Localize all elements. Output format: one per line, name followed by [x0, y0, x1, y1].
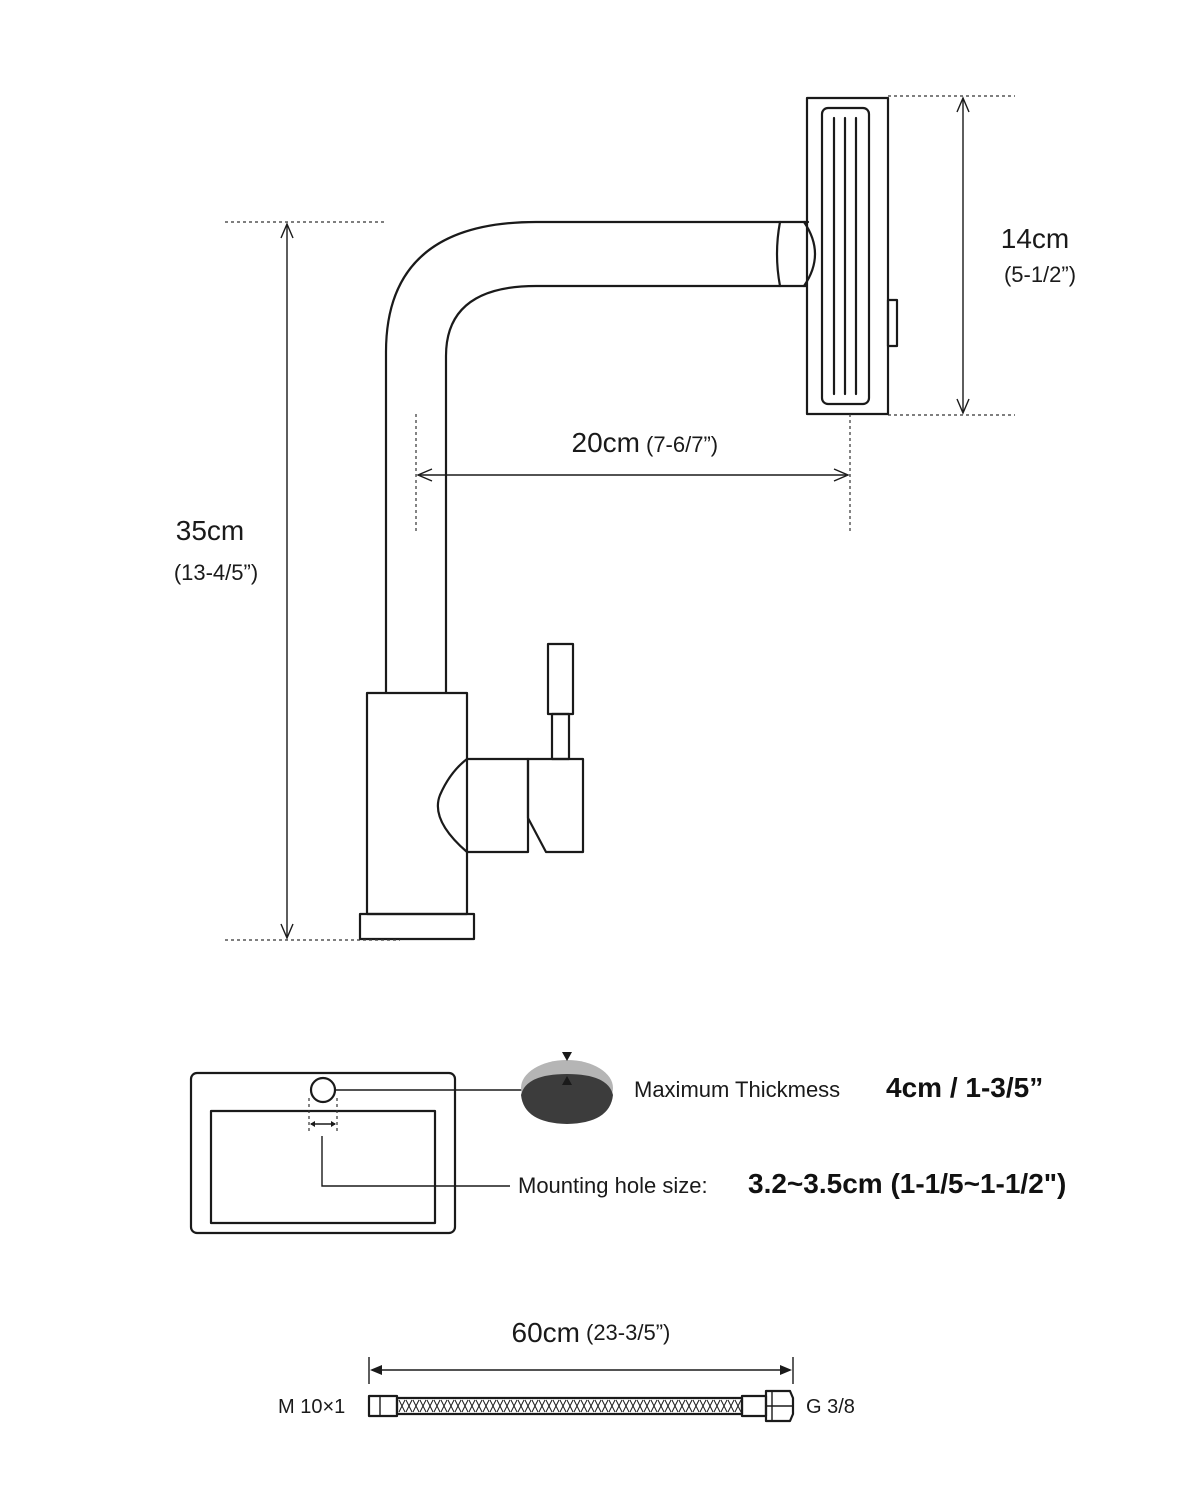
- braid-strand: [489, 1399, 497, 1413]
- braid-strand: [678, 1399, 686, 1413]
- braid-strand: [538, 1399, 546, 1413]
- braid-strand: [573, 1399, 581, 1413]
- reach-dimension: 20cm (7-6/7”): [415, 414, 851, 532]
- hose-left-fitting-label: M 10×1: [278, 1396, 345, 1418]
- braid-strand: [601, 1399, 609, 1413]
- height-imperial-label: (13-4/5”): [174, 560, 258, 585]
- braid-strand: [643, 1399, 651, 1413]
- reach-metric-label: 20cm: [572, 427, 640, 458]
- faucet-drawing: [358, 96, 899, 941]
- braid-strand: [419, 1399, 427, 1413]
- hose-dimension: 60cm (23-3/5”): [368, 1317, 794, 1384]
- spray-mode-button: [886, 298, 899, 348]
- braided-hose: [367, 1389, 795, 1423]
- spray-imperial-label: (5-1/2”): [1004, 262, 1076, 287]
- height-metric-label: 35cm: [176, 515, 244, 546]
- braid-strand: [559, 1399, 567, 1413]
- braid-strand: [461, 1399, 469, 1413]
- braid-strand: [650, 1399, 658, 1413]
- braid-strand: [608, 1399, 616, 1413]
- hose-braid-pattern: [398, 1399, 742, 1413]
- spout-collar-2: [802, 220, 816, 288]
- braid-strand: [692, 1399, 700, 1413]
- braid-strand: [587, 1399, 595, 1413]
- thickness-arrow-bottom: [562, 1076, 572, 1085]
- spout-outline: [384, 220, 810, 694]
- braid-strand: [405, 1399, 413, 1413]
- spout-collar: [775, 220, 782, 288]
- braid-strand: [713, 1399, 721, 1413]
- sink-drawing: [189, 1071, 527, 1235]
- braid-strand: [699, 1399, 707, 1413]
- braid-strand: [636, 1399, 644, 1413]
- braid-strand: [664, 1399, 672, 1413]
- braid-strand: [685, 1399, 693, 1413]
- braid-strand: [657, 1399, 665, 1413]
- braid-strand: [727, 1399, 735, 1413]
- lever-stem: [550, 712, 571, 761]
- thickness-value: 4cm / 1-3/5”: [886, 1072, 1043, 1103]
- reach-imperial-label: (7-6/7”): [646, 432, 718, 457]
- braid-strand: [475, 1399, 483, 1413]
- spout-inner: [444, 284, 808, 694]
- sink-outer: [189, 1071, 457, 1235]
- braid-strand: [468, 1399, 476, 1413]
- braid-strand: [426, 1399, 434, 1413]
- faucet-body: [365, 691, 469, 916]
- lever-handle: [546, 642, 575, 716]
- braid-strand: [594, 1399, 602, 1413]
- braid-strand: [503, 1399, 511, 1413]
- hose-right-crimp: [740, 1394, 768, 1418]
- spray-head-dimension: 14cm (5-1/2”): [888, 95, 1076, 416]
- braid-strand: [412, 1399, 420, 1413]
- braid-strand: [580, 1399, 588, 1413]
- braid-strand: [454, 1399, 462, 1413]
- lever-cap: [526, 757, 585, 854]
- braid-strand: [524, 1399, 532, 1413]
- braid-strand: [566, 1399, 574, 1413]
- braid-strand: [720, 1399, 728, 1413]
- lever-hub: [436, 757, 530, 854]
- braid-strand: [671, 1399, 679, 1413]
- braid-strand: [615, 1399, 623, 1413]
- height-dimension: 35cm (13-4/5”): [174, 221, 400, 941]
- braid-strand: [552, 1399, 560, 1413]
- hole-size-label: Mounting hole size:: [518, 1173, 708, 1198]
- hose-left-fitting: [367, 1394, 399, 1418]
- thickness-arrow-top: [562, 1052, 572, 1061]
- hose-imperial-label: (23-3/5”): [586, 1320, 670, 1345]
- braid-strand: [496, 1399, 504, 1413]
- spray-metric-label: 14cm: [1001, 223, 1069, 254]
- braid-strand: [398, 1399, 406, 1413]
- braid-strand: [517, 1399, 525, 1413]
- spray-head-panel: [820, 106, 871, 406]
- hole-size-value: 3.2~3.5cm (1-1/5~1-1/2"): [748, 1168, 1066, 1199]
- braid-strand: [510, 1399, 518, 1413]
- sink-basin: [209, 1109, 437, 1225]
- hose-right-nut: [764, 1389, 795, 1423]
- hose-metric-label: 60cm: [512, 1317, 580, 1348]
- hose-right-fitting-label: G 3/8: [806, 1396, 855, 1418]
- faucet-base: [358, 912, 476, 941]
- braid-strand: [433, 1399, 441, 1413]
- mounting-hole: [309, 1076, 337, 1104]
- braid-strand: [447, 1399, 455, 1413]
- braid-strand: [531, 1399, 539, 1413]
- braid-strand: [734, 1399, 742, 1413]
- braid-strand: [706, 1399, 714, 1413]
- braid-strand: [622, 1399, 630, 1413]
- spray-head-body: [805, 96, 890, 416]
- braid-strand: [440, 1399, 448, 1413]
- thickness-cross-section: [521, 1052, 613, 1124]
- braid-strand: [482, 1399, 490, 1413]
- braid-strand: [629, 1399, 637, 1413]
- braid-strand: [545, 1399, 553, 1413]
- cross-section-dark: [521, 1074, 613, 1124]
- thickness-label: Maximum Thickmess: [634, 1077, 840, 1102]
